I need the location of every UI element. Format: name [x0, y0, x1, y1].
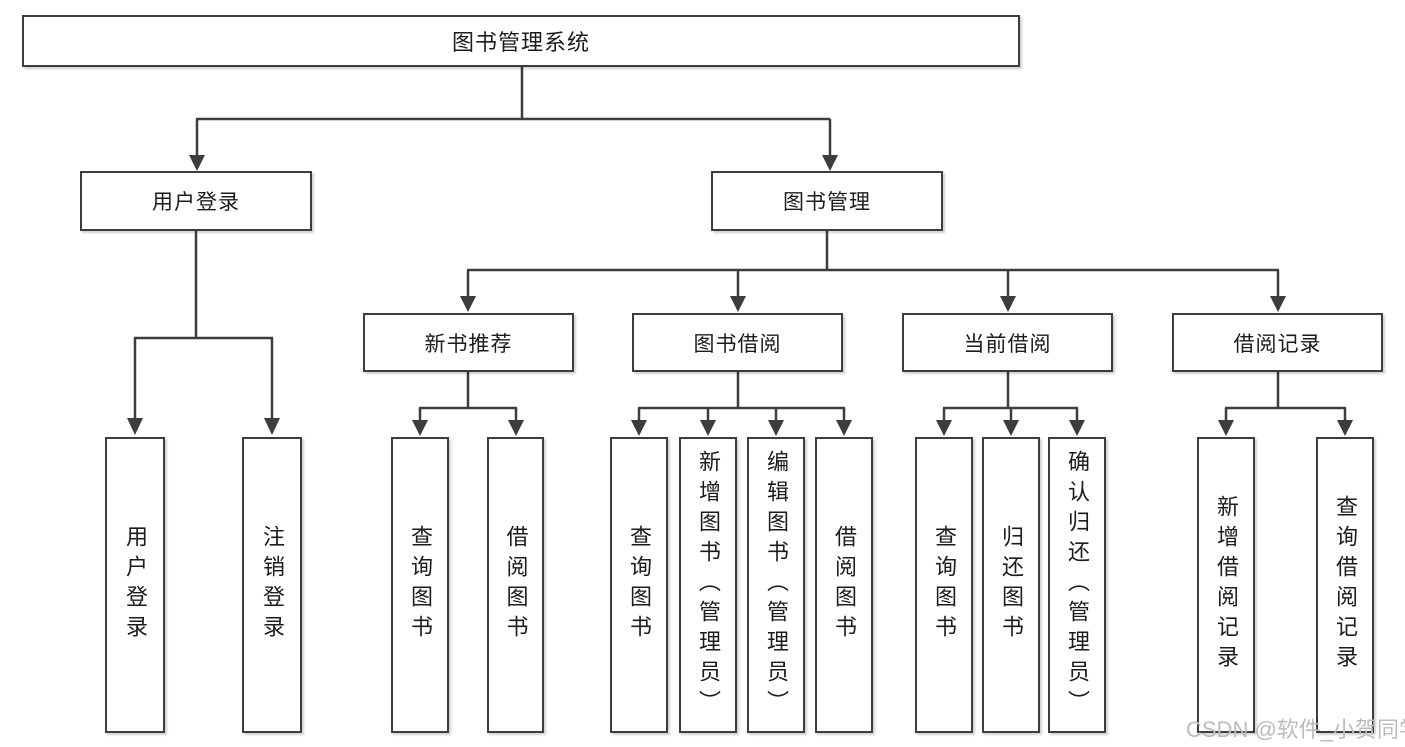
- csdn-watermark: CSDN @软件_小贺同学: [1186, 717, 1405, 742]
- node-user-login: 用户登录: [80, 171, 312, 231]
- borrow-record-arrowheads: [1218, 420, 1353, 436]
- leaf-query-book-3-label: 查询图书: [932, 525, 957, 645]
- leaf-borrow-book-1-label: 借阅图书: [503, 525, 529, 645]
- book-borrow-arrowheads: [631, 420, 852, 436]
- new-book-rec-connectors: [418, 372, 518, 422]
- root-arrowheads: [189, 155, 838, 171]
- leaf-add-record-label: 新增借阅记录: [1214, 495, 1239, 675]
- leaf-edit-book-label: 编辑图书（管理员）: [764, 450, 789, 720]
- leaf-confirm-return-label: 确认归还（管理员）: [1065, 450, 1090, 720]
- node-current-borrow: 当前借阅: [902, 313, 1113, 372]
- borrow-record-connectors: [1224, 372, 1347, 422]
- leaf-query-book-2-label: 查询图书: [627, 525, 652, 645]
- leaf-user-login-label: 用户登录: [123, 525, 148, 645]
- node-book-mgmt-label: 图书管理: [783, 191, 871, 214]
- book-borrow-connectors: [637, 372, 846, 422]
- leaf-logout-label: 注销登录: [260, 525, 285, 645]
- root-connectors: [195, 67, 832, 157]
- leaf-query-record: 查询借阅记录: [1316, 437, 1374, 733]
- leaf-query-book-1-label: 查询图书: [408, 525, 433, 645]
- new-book-rec-arrowheads: [412, 420, 524, 436]
- leaf-query-book-2: 查询图书: [610, 437, 668, 733]
- book-mgmt-arrowheads: [460, 296, 1286, 312]
- leaf-add-record: 新增借阅记录: [1197, 437, 1255, 733]
- node-user-login-label: 用户登录: [152, 191, 240, 214]
- node-current-borrow-label: 当前借阅: [963, 332, 1052, 356]
- leaf-query-book-3: 查询图书: [915, 437, 973, 733]
- leaf-query-book-1: 查询图书: [391, 437, 449, 733]
- node-borrow-record-label: 借阅记录: [1233, 332, 1322, 356]
- leaf-borrow-book-2-label: 借阅图书: [832, 525, 857, 645]
- leaf-edit-book: 编辑图书（管理员）: [747, 437, 805, 733]
- leaf-borrow-book-1: 借阅图书: [487, 437, 544, 733]
- leaf-add-book: 新增图书（管理员）: [679, 437, 737, 733]
- node-book-mgmt: 图书管理: [711, 171, 943, 231]
- node-new-book-rec: 新书推荐: [363, 313, 574, 372]
- user-login-connectors: [133, 231, 274, 420]
- current-borrow-arrowheads: [936, 420, 1085, 436]
- user-login-arrowheads: [127, 418, 280, 435]
- book-mgmt-connectors: [466, 231, 1280, 299]
- node-root-label: 图书管理系统: [451, 30, 590, 55]
- node-book-borrow-label: 图书借阅: [693, 332, 782, 356]
- leaf-user-login: 用户登录: [105, 437, 165, 733]
- leaf-add-book-label: 新增图书（管理员）: [696, 450, 721, 720]
- leaf-return-book-label: 归还图书: [999, 525, 1024, 645]
- node-root: 图书管理系统: [22, 15, 1020, 67]
- leaf-logout: 注销登录: [242, 437, 302, 733]
- node-borrow-record: 借阅记录: [1172, 313, 1383, 372]
- node-new-book-rec-label: 新书推荐: [424, 332, 513, 356]
- current-borrow-connectors: [942, 372, 1079, 422]
- leaf-borrow-book-2: 借阅图书: [815, 437, 873, 733]
- leaf-query-record-label: 查询借阅记录: [1333, 495, 1358, 675]
- leaf-return-book: 归还图书: [982, 437, 1040, 733]
- node-book-borrow: 图书借阅: [632, 313, 843, 372]
- leaf-confirm-return: 确认归还（管理员）: [1048, 437, 1106, 733]
